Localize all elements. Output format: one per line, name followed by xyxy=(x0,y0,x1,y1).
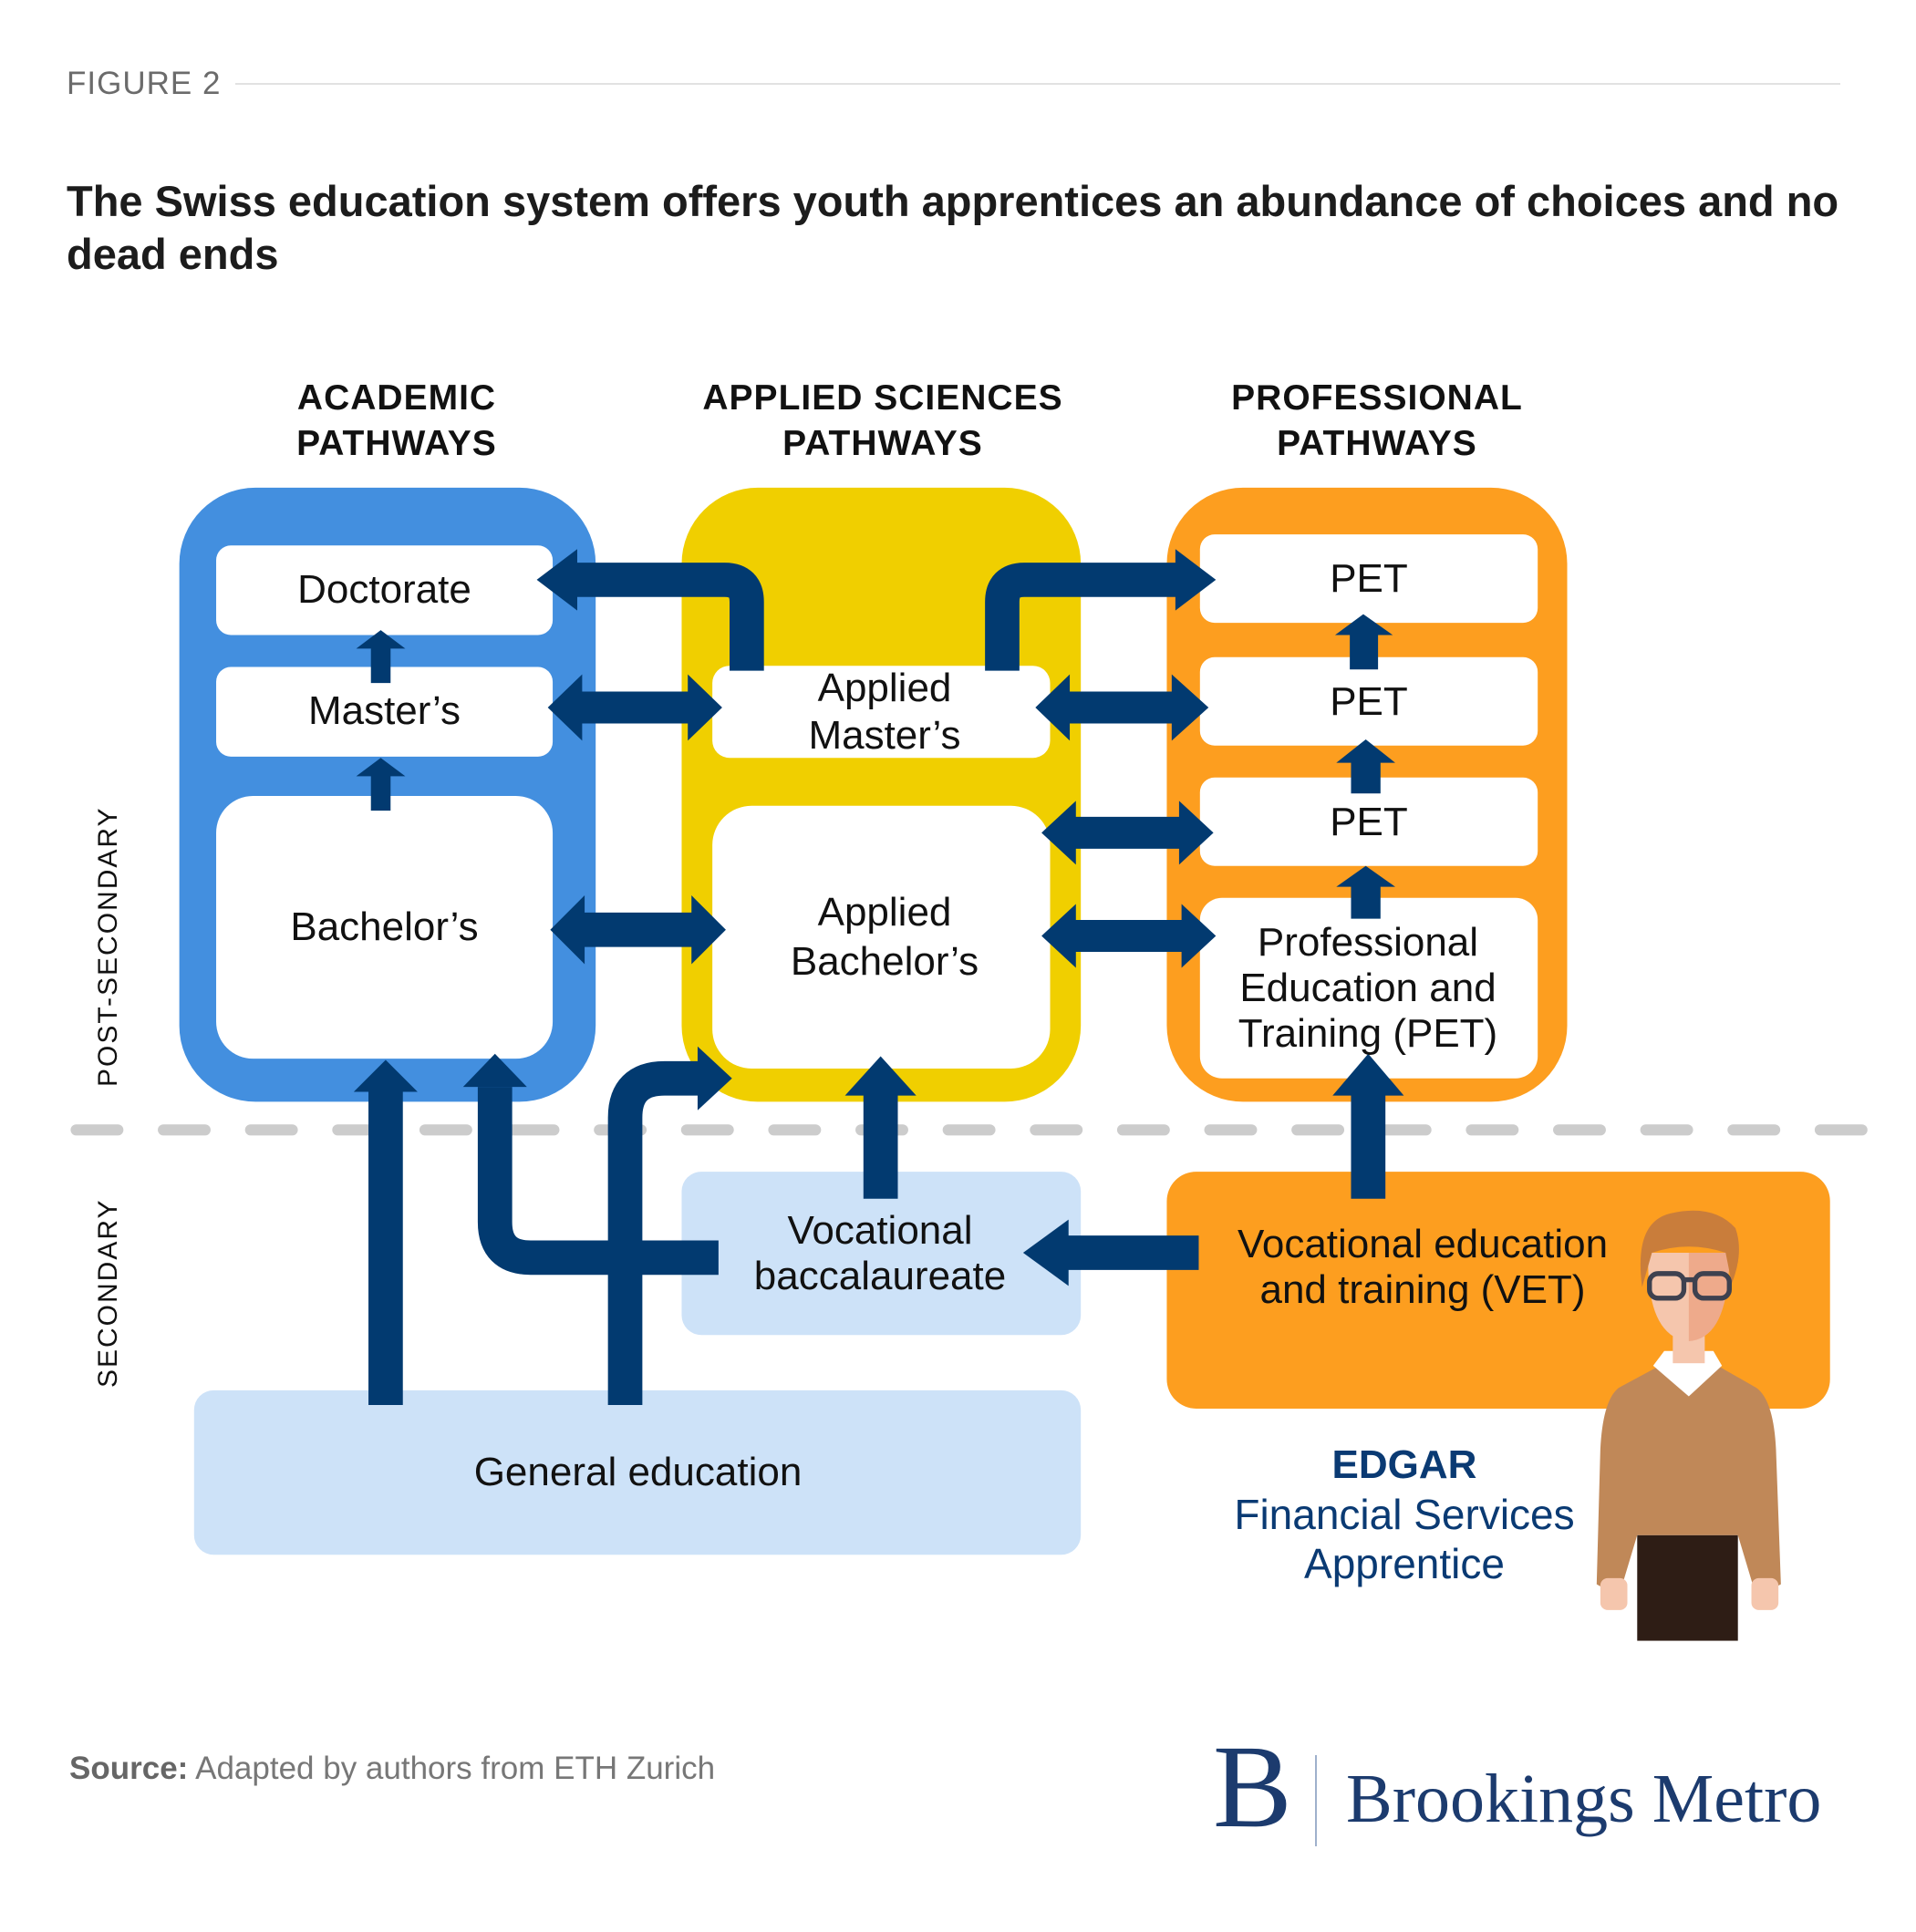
arrowhead-applied-bachelors-left xyxy=(697,1046,732,1111)
double-arrow-applied-bachelors-pet3 xyxy=(1041,801,1214,865)
vocational-baccalaureate-label: Vocational baccalaureate xyxy=(753,1207,1007,1298)
arrow-vocational-bacc-to-bachelors xyxy=(477,1087,719,1276)
pet-label-1: PET xyxy=(1330,555,1408,601)
persona-role-line2: Apprentice xyxy=(1304,1540,1505,1587)
pet-main-label: Professional Education and Training (PET… xyxy=(1238,920,1498,1056)
arrow-pet4-to-pet3 xyxy=(1336,865,1395,919)
professional-header-line1: PROFESSIONAL xyxy=(1231,378,1523,418)
professional-header: PROFESSIONAL PATHWAYS xyxy=(1213,376,1541,467)
pet-label-2: PET xyxy=(1330,678,1408,724)
brookings-logo-mark: B xyxy=(1213,1721,1292,1853)
doctorate-box xyxy=(216,545,554,635)
figure-divider xyxy=(235,83,1840,85)
double-arrow-applied-bachelors-pet4 xyxy=(1041,904,1217,968)
applied-header-line2: PATHWAYS xyxy=(782,424,983,463)
applied-bachelors-label: Applied Bachelor’s xyxy=(790,890,979,984)
persona-name: EDGAR xyxy=(1331,1442,1477,1487)
logo-separator xyxy=(1315,1755,1317,1846)
applied-header: APPLIED SCIENCES PATHWAYS xyxy=(700,376,1065,467)
arrow-pet2-to-pet1 xyxy=(1334,614,1393,670)
academic-header-line1: ACADEMIC xyxy=(296,378,497,418)
professional-header-line2: PATHWAYS xyxy=(1277,424,1477,463)
arrow-masters-to-doctorate xyxy=(356,630,406,684)
arrowhead-pet1 xyxy=(1175,549,1217,611)
source-text: Adapted by authors from ETH Zurich xyxy=(188,1751,716,1786)
arrow-applied-masters-to-pet1 xyxy=(985,563,1179,671)
brookings-metro-wordmark: Brookings Metro xyxy=(1346,1761,1822,1837)
arrowhead-vocational-bacc xyxy=(1022,1219,1069,1286)
arrowhead-applied-bachelors-bottom xyxy=(844,1056,917,1096)
applied-bachelors-box xyxy=(712,805,1051,1069)
double-arrow-masters-applied-masters xyxy=(547,674,722,741)
persona-role-line1: Financial Services xyxy=(1234,1491,1575,1538)
arrowhead-doctorate xyxy=(536,549,577,611)
vocational-baccalaureate-box xyxy=(681,1172,1082,1336)
academic-header-line2: PATHWAYS xyxy=(296,424,497,463)
masters-label: Master’s xyxy=(307,688,461,733)
applied-header-line1: APPLIED SCIENCES xyxy=(702,378,1063,418)
general-education-box xyxy=(193,1390,1082,1555)
academic-header: ACADEMIC PATHWAYS xyxy=(228,376,565,467)
persona-caption: EDGAR Financial Services Apprentice xyxy=(1186,1441,1623,1588)
pet-box-3 xyxy=(1199,777,1538,866)
arrow-bachelors-to-masters xyxy=(356,758,406,811)
source-label: Source: xyxy=(69,1751,189,1786)
double-arrow-applied-masters-pet2 xyxy=(1035,674,1209,741)
double-arrow-bachelors-applied-bachelors xyxy=(550,895,726,965)
arrow-general-to-applied-bachelors xyxy=(607,1060,700,1405)
bachelors-label: Bachelor’s xyxy=(290,904,479,949)
doctorate-label: Doctorate xyxy=(297,567,471,612)
applied-masters-label: Applied Master’s xyxy=(808,666,961,758)
secondary-label: SECONDARY xyxy=(93,1198,123,1389)
arrow-pet3-to-pet2 xyxy=(1336,739,1395,794)
applied-masters-box xyxy=(712,666,1051,759)
pet-label-3: PET xyxy=(1330,799,1408,844)
post-secondary-label: POST-SECONDARY xyxy=(93,806,123,1087)
bachelors-box xyxy=(216,795,554,1059)
arrowhead-bachelors-1 xyxy=(353,1059,418,1092)
pet-box-2 xyxy=(1199,656,1538,746)
arrowhead-bachelors-2 xyxy=(462,1053,527,1088)
person-illustration-icon xyxy=(1596,1210,1781,1641)
arrowhead-pet-bottom xyxy=(1332,1053,1404,1096)
pet-box-1 xyxy=(1199,534,1538,624)
source-note: Source: Adapted by authors from ETH Zuri… xyxy=(69,1751,715,1787)
general-education-label: General education xyxy=(473,1450,803,1494)
figure-label: FIGURE 2 xyxy=(67,66,222,101)
pet-box-4 xyxy=(1199,897,1538,1079)
page-title: The Swiss education system offers youth … xyxy=(67,177,1839,278)
masters-box xyxy=(216,666,554,757)
vet-label: Vocational education and training (VET) xyxy=(1237,1222,1609,1312)
arrow-applied-masters-to-doctorate xyxy=(576,563,764,671)
